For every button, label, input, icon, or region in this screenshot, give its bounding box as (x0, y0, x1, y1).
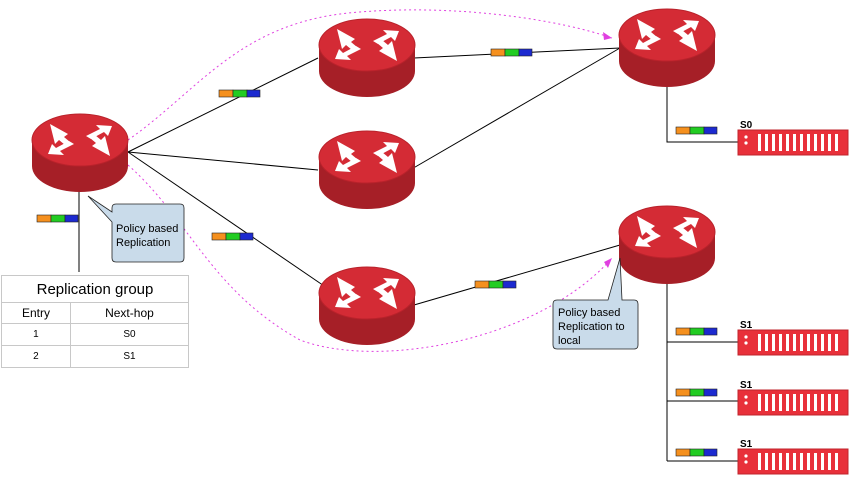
replication-paths (127, 9, 613, 352)
link-r1-r3 (127, 151, 319, 171)
cell-entry: 1 (1, 323, 71, 346)
callout-ingress: Policy based Replication (87, 195, 185, 263)
cell-entry: 2 (1, 345, 71, 368)
server-label-s1: S1 (740, 320, 753, 331)
cell-next-hop: S1 (69, 345, 190, 368)
packet-icon (675, 126, 718, 135)
column-header-next-hop: Next-hop (69, 302, 190, 324)
replication-path-lower (127, 164, 613, 352)
server-rack-icon (737, 389, 849, 416)
link-r4-r6 (413, 244, 621, 306)
replication-group-table: Replication group Entry Next-hop 1 S0 2 … (1, 275, 190, 368)
packet-icon (675, 388, 718, 397)
link-r1-r4 (127, 151, 331, 291)
packet-icon (490, 48, 533, 57)
router-icon (318, 266, 416, 346)
packet-icon (675, 327, 718, 336)
column-header-entry: Entry (1, 302, 71, 324)
server-label-s1: S1 (740, 380, 753, 391)
server-rack-icon (737, 448, 849, 475)
router-icon (31, 113, 129, 193)
router-icon (318, 130, 416, 210)
callout-egress-line-3: local (558, 335, 581, 347)
server-rack-icon (737, 129, 849, 156)
packet-icon (675, 448, 718, 457)
packet-icon (218, 89, 261, 98)
server-label-s0: S0 (740, 120, 753, 131)
cell-next-hop: S0 (69, 323, 190, 346)
router-icon (618, 8, 716, 88)
replication-path-upper (127, 9, 613, 141)
packet-icon (36, 214, 79, 223)
packet-icon (211, 232, 254, 241)
callout-ingress-line-1: Policy based (116, 223, 178, 235)
table-row: 2 S1 (1, 345, 190, 368)
callout-ingress-line-2: Replication (116, 237, 170, 249)
table-row: 1 S0 (1, 323, 190, 346)
arrowhead-lower (604, 258, 612, 268)
server-label-s1: S1 (740, 439, 753, 450)
link-r3-r5 (409, 47, 621, 171)
callout-egress-line-1: Policy based (558, 307, 620, 319)
callout-egress-line-2: Replication to (558, 321, 625, 333)
packet-icon (474, 280, 517, 289)
router-icon (318, 18, 416, 98)
router-icon (618, 205, 716, 285)
arrowhead-upper (603, 32, 612, 40)
links (78, 47, 738, 462)
table-title: Replication group (1, 275, 189, 303)
link-r5-s0 (666, 80, 738, 143)
server-rack-icon (737, 329, 849, 356)
link-r1-r2 (127, 57, 319, 153)
callout-egress: Policy based Replication to local (552, 257, 639, 350)
